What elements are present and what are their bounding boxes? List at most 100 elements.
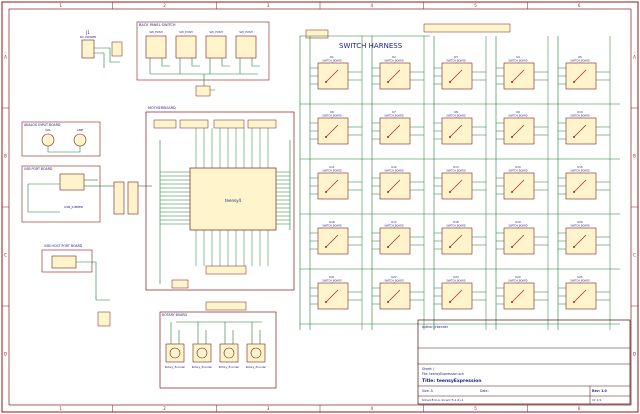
switch-board <box>565 172 597 200</box>
back-panel-switch <box>205 35 227 59</box>
switch-contact-dot <box>573 246 575 248</box>
switch-contact-icon <box>387 179 401 193</box>
switch-contact-icon <box>511 179 525 193</box>
tb-author: author: jrbender <box>422 325 449 329</box>
switch-part-label: SWITCH_BOARD <box>508 115 527 118</box>
switch-part-label: SWITCH_BOARD <box>322 225 341 228</box>
switch-part-label: SWITCH_BOARD <box>322 115 341 118</box>
switch-ref: K7 <box>392 110 396 114</box>
switch-ref: K25 <box>577 275 583 279</box>
switch-contact-dot <box>573 136 575 138</box>
rotary-encoder-label: Rotary_Encoder <box>219 365 240 369</box>
switch-ref: K15 <box>577 165 583 169</box>
switch-ref: K18 <box>453 220 459 224</box>
switch-board <box>565 117 597 145</box>
switch-contact-icon <box>387 69 401 83</box>
rotary-encoder <box>219 343 239 363</box>
switch-ref: K9 <box>516 110 520 114</box>
title-block: author: jrbender Sheet: / File: teensyEx… <box>417 319 631 405</box>
switch-board <box>503 227 535 255</box>
switch-ref: K6 <box>330 110 334 114</box>
rotary-encoder <box>246 343 266 363</box>
switch-board <box>441 62 473 90</box>
switch-board <box>317 227 349 255</box>
dc-jack-label: DC POWER <box>80 35 96 39</box>
switch-contact-dot <box>325 81 327 83</box>
motherboard-block: MOTHERBOARD teensy4 <box>145 106 295 291</box>
switch-part-label: SWITCH_BOARD <box>570 280 589 283</box>
switch-part-label: SWITCH_BOARD <box>384 280 403 283</box>
usb-host-board-title: USB HOST PORT BOARD <box>44 244 83 248</box>
back-panel-switch-label: SW_PUSH <box>149 30 163 34</box>
usb-host-board-block: USB HOST PORT BOARD <box>41 244 111 327</box>
switch-contact-icon <box>325 289 339 303</box>
switch-contact-icon <box>449 69 463 83</box>
switch-contact-icon <box>387 289 401 303</box>
switch-board <box>317 62 349 90</box>
analog-board-block: ANALOG INPUT BOARD VOL AMP <box>21 121 101 157</box>
switch-part-label: SWITCH_BOARD <box>384 170 403 173</box>
back-panel-switch-label: SW_PUSH <box>209 30 223 34</box>
rotary-encoder-label: Rotary_Encoder <box>192 365 213 369</box>
switch-contact-dot <box>325 191 327 193</box>
border-col-label: 4 <box>371 3 374 8</box>
switch-contact-dot <box>511 136 513 138</box>
switch-contact-icon <box>449 179 463 193</box>
switch-contact-dot <box>449 81 451 83</box>
switch-part-label: SWITCH_BOARD <box>570 170 589 173</box>
mcu-chip <box>189 167 277 231</box>
usb-jumper-label: USB_JUMPER <box>64 205 83 209</box>
switch-board <box>441 172 473 200</box>
switch-ref: K12 <box>391 165 397 169</box>
switch-ref: K20 <box>577 220 583 224</box>
border-row-label: B <box>4 154 7 159</box>
switch-contact-icon <box>573 234 587 248</box>
switch-part-label: SWITCH_BOARD <box>322 170 341 173</box>
switch-contact-icon <box>573 179 587 193</box>
conn-header-block <box>98 181 152 215</box>
switch-contact-icon <box>511 69 525 83</box>
border-row-label: C <box>633 253 636 258</box>
switch-contact-dot <box>573 301 575 303</box>
switch-contact-icon <box>325 124 339 138</box>
switch-part-label: SWITCH_BOARD <box>570 115 589 118</box>
switch-ref: K1 <box>330 55 334 59</box>
border-col-label: 3 <box>267 3 270 8</box>
back-panel-switch-label: SW_PUSH <box>179 30 193 34</box>
border-col-label: 6 <box>578 3 581 8</box>
border-row-label: A <box>4 55 7 60</box>
switch-part-label: SWITCH_BOARD <box>446 60 465 63</box>
switch-board <box>441 117 473 145</box>
tb-sheet: Sheet: / <box>422 367 435 371</box>
border-col-label: 1 <box>60 3 63 8</box>
pot-amp-icon <box>73 133 87 147</box>
switch-contact-dot <box>325 246 327 248</box>
dc-jack-ref: J1 <box>85 30 90 35</box>
switch-ref: K5 <box>578 55 582 59</box>
switch-contact-dot <box>449 191 451 193</box>
switch-harness-block: SWITCH HARNESS K1SWITCH_BOARDK2SWITCH_BO… <box>299 23 620 330</box>
rotary-knob-icon <box>250 347 262 359</box>
switch-contact-dot <box>387 81 389 83</box>
switch-part-label: SWITCH_BOARD <box>508 170 527 173</box>
switch-contact-icon <box>511 289 525 303</box>
switch-contact-dot <box>387 301 389 303</box>
switch-board <box>317 282 349 310</box>
switch-part-label: SWITCH_BOARD <box>322 280 341 283</box>
analog-board-title: ANALOG INPUT BOARD <box>24 123 61 127</box>
switch-ref: K24 <box>515 275 521 279</box>
border-row-label: D <box>4 352 7 357</box>
border-col-label: 6 <box>578 406 581 411</box>
rotary-encoder <box>192 343 212 363</box>
switch-part-label: SWITCH_BOARD <box>570 225 589 228</box>
switch-contact-dot <box>387 246 389 248</box>
switch-part-label: SWITCH_BOARD <box>322 60 341 63</box>
switch-board <box>565 227 597 255</box>
switch-board <box>317 172 349 200</box>
switch-contact-icon <box>325 234 339 248</box>
pot-vol-icon <box>41 133 55 147</box>
rotary-knob-icon <box>196 347 208 359</box>
